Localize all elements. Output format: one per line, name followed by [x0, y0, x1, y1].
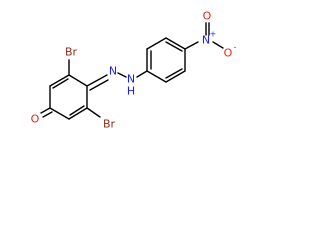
atom-n-azo-1: N: [109, 65, 117, 78]
ring2-bond-6: [146, 70, 167, 83]
ring2-bond-5: [165, 70, 186, 83]
ring1-bond-c1-c2: [68, 74, 88, 87]
bond-c-n-nitro: [184, 41, 199, 50]
atom-h-azo: H: [127, 85, 135, 98]
ring1-bond-c2-c3: [49, 74, 70, 87]
cyclohexadienone-ring: [49, 74, 88, 120]
atom-n-nitro: N: [202, 34, 210, 47]
ring2-bond-5-inner: [165, 68, 183, 79]
ring1-bond-c2-c3-inner: [52, 78, 69, 89]
ketone-bond-2: [42, 111, 53, 118]
ketone-group: [40, 107, 53, 118]
azo-double-bond: [86, 74, 109, 91]
atom-n-azo-2: N: [127, 73, 135, 86]
ring1-bond-c4-c5: [49, 107, 70, 120]
benzene-ring: [146, 37, 186, 83]
charge-n-nitro-plus: +: [210, 30, 217, 39]
ring1-bond-c5-c6: [68, 107, 88, 120]
chemical-structure: Br Br O N N H N + O O -: [31, 10, 237, 131]
atom-o-ketone: O: [31, 113, 40, 126]
nitro-group-bonds: [205, 22, 224, 49]
bond-c-br-bottom: [86, 107, 101, 118]
ring2-bond-2: [146, 37, 167, 50]
ring1-bond-c5-c6-inner: [69, 105, 85, 116]
atom-br-top: Br: [65, 46, 78, 59]
nitro-bond-n-o-right: [212, 41, 224, 49]
charge-o-nitro-minus: -: [234, 43, 237, 52]
cn-bond-1: [86, 74, 108, 87]
atom-br-bottom: Br: [103, 118, 116, 131]
bond-n-aryl: [136, 70, 148, 78]
ring2-bond-3: [165, 37, 186, 50]
atom-o-nitro-right: O: [224, 47, 233, 60]
cn-bond-2: [89, 79, 109, 91]
ring2-bond-3-inner: [165, 41, 183, 52]
atom-o-nitro-up: O: [203, 10, 212, 23]
ketone-bond-1: [40, 107, 51, 114]
bond-n-n: [117, 72, 127, 78]
